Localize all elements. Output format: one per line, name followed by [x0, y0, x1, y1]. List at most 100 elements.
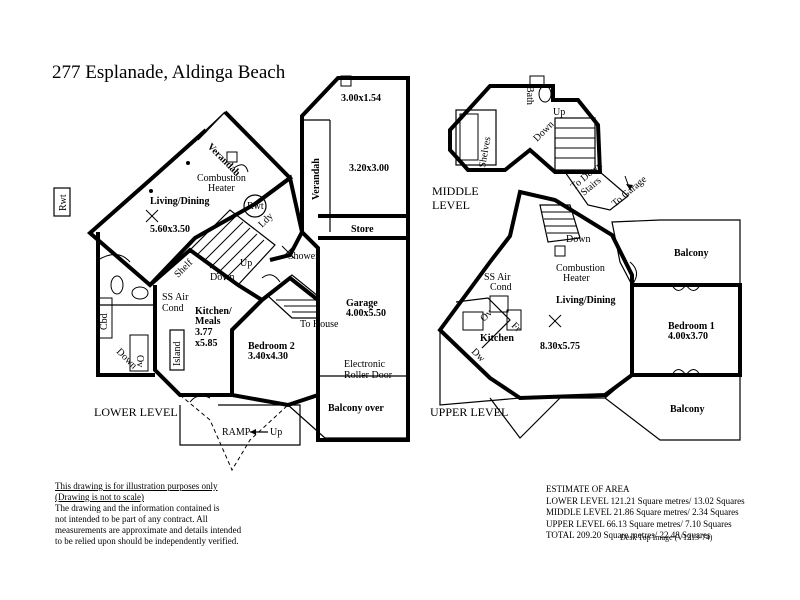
middle-level-plan [448, 75, 633, 211]
double-door-icon [671, 284, 687, 291]
upper-living-size: 8.30x5.75 [540, 341, 580, 352]
middle-level-label-1: MIDDLE [432, 184, 479, 198]
upper-level-label: UPPER LEVEL [430, 405, 508, 419]
door-swing-icon [629, 261, 637, 286]
door-swing-icon [233, 164, 249, 173]
combustion-heater-label-2: Heater [208, 183, 235, 194]
lower-ss-air-2: Cond [162, 303, 184, 314]
kitchen-label-1: Kitchen/ [195, 306, 232, 317]
area-heading: ESTIMATE OF AREA [546, 484, 630, 494]
light-point-icon [149, 189, 153, 193]
double-door-icon [685, 284, 701, 291]
middle-landing [563, 171, 629, 211]
bath-box [455, 109, 497, 166]
shower-label: Shower [288, 251, 319, 262]
to-garage-label: To Garage [610, 174, 650, 210]
lower-verandah-inner [197, 111, 226, 141]
upper-combustion-2: Heater [563, 273, 590, 284]
bedroom-2-name: Bedroom 2 [248, 341, 295, 352]
oven-cooktop-icon [129, 334, 149, 372]
lower-up-label: Up [240, 258, 252, 269]
bedroom-1-size: 4.00x3.70 [668, 331, 708, 342]
lower-living-name: Living/Dining [150, 196, 209, 207]
lower-down-stair-label: Down [114, 346, 139, 371]
cupboard [97, 297, 113, 339]
upper-combustion-1: Combustion [556, 263, 605, 274]
light-point-icon [186, 161, 190, 165]
disclaimer-line: This drawing is for illustration purpose… [55, 481, 218, 491]
toilet-icon [131, 286, 149, 300]
ramp-label: RAMP [222, 427, 251, 438]
ramp-up-label: Up [270, 427, 282, 438]
disclaimer-line: (Drawing is not to scale) [55, 492, 144, 502]
middle-toilet-icon [538, 85, 552, 103]
lower-level-plan [53, 75, 410, 472]
middle-level-label-2: LEVEL [432, 198, 470, 212]
disclaimer-line: not intended to be part of any contract.… [55, 514, 208, 524]
ceiling-fan-icon [145, 209, 159, 223]
upper-living-walls [437, 189, 634, 401]
rwt-side-box [53, 187, 71, 217]
balcony-over-outline [287, 404, 408, 439]
door-swing-icon [97, 254, 131, 263]
right-verandah-label: Verandah [311, 158, 322, 200]
rainwater-tank-icon [243, 194, 267, 218]
door-swing-icon [261, 274, 281, 283]
upper-stairs-icon [539, 204, 581, 243]
ldy-label: Ldy [256, 211, 275, 230]
bedroom-2-walls [230, 275, 320, 408]
garage-block-walls [300, 76, 410, 442]
balcony-bottom-label: Balcony [670, 404, 704, 415]
middle-stairs-icon [554, 117, 596, 171]
rwt-side-label: Rwt [58, 194, 69, 211]
area-row: LOWER LEVEL 121.21 Square metres/ 13.02 … [546, 495, 745, 506]
upper-ss-air-2: Cond [490, 282, 512, 293]
upper-kitchen-bench [455, 297, 511, 349]
upper-living-name: Living/Dining [556, 295, 615, 306]
disclaimer-line: to be relied upon should be independentl… [55, 536, 239, 546]
area-row: TOTAL 209.20 Square metres/ 22.48 Square… [546, 530, 711, 540]
basin-icon [110, 275, 124, 295]
door-swing-icon [189, 395, 211, 403]
lower-oven-label: Ov [134, 355, 145, 367]
upper-ceiling-fan-icon [548, 314, 562, 328]
roller-door-label-1: Electronic [344, 359, 386, 370]
page-title: 277 Esplanade, Aldinga Beach [52, 62, 286, 83]
bedroom-1-name: Bedroom 1 [668, 321, 715, 332]
sink-icon [462, 311, 484, 331]
upper-down-label: Down [566, 234, 590, 245]
island-label: Island [172, 342, 183, 366]
lower-laundry-walls [96, 232, 155, 377]
balcony-top-label: Balcony [674, 248, 708, 259]
double-door-icon [671, 369, 687, 376]
kitchen-label-4: x5.85 [195, 338, 218, 349]
disclaimer-line: measurements are approximate and details… [55, 525, 242, 535]
upper-kitchen-label: Kitchen [480, 333, 514, 344]
roller-door-label-2: Roller Door [344, 370, 393, 381]
upper-deck-point [489, 397, 561, 439]
disclaimer-notes: This drawing is for illustration purpose… [55, 481, 285, 547]
top-room-size: 3.00x1.54 [341, 93, 381, 104]
area-row: UPPER LEVEL 66.13 Square metres/ 7.10 Sq… [546, 518, 732, 529]
garage-arrow-head [626, 184, 633, 190]
middle-fixture-icon [529, 75, 545, 87]
ramp-outline [179, 394, 289, 472]
fixture-icon [340, 75, 352, 87]
upper-oven-icon [489, 295, 509, 313]
rwt-tank-label: Rwt [247, 201, 264, 212]
combustion-heater-icon [226, 151, 238, 163]
kitchen-label-3: 3.77 [195, 327, 213, 338]
double-door-icon [685, 369, 701, 376]
upper-ss-air-1: SS Air [484, 272, 511, 283]
fridge-icon [506, 309, 522, 331]
ramp-base [179, 404, 301, 446]
image-reference: Desk Top Image (V1213-74) [620, 533, 713, 542]
upper-overhang-outline [439, 330, 605, 406]
garage-name: Garage [346, 298, 378, 309]
balcony-top-outline [611, 219, 741, 286]
cbd-label: Cbd [99, 313, 110, 330]
bath-icon [459, 113, 479, 161]
lower-level-label: LOWER LEVEL [94, 405, 178, 419]
